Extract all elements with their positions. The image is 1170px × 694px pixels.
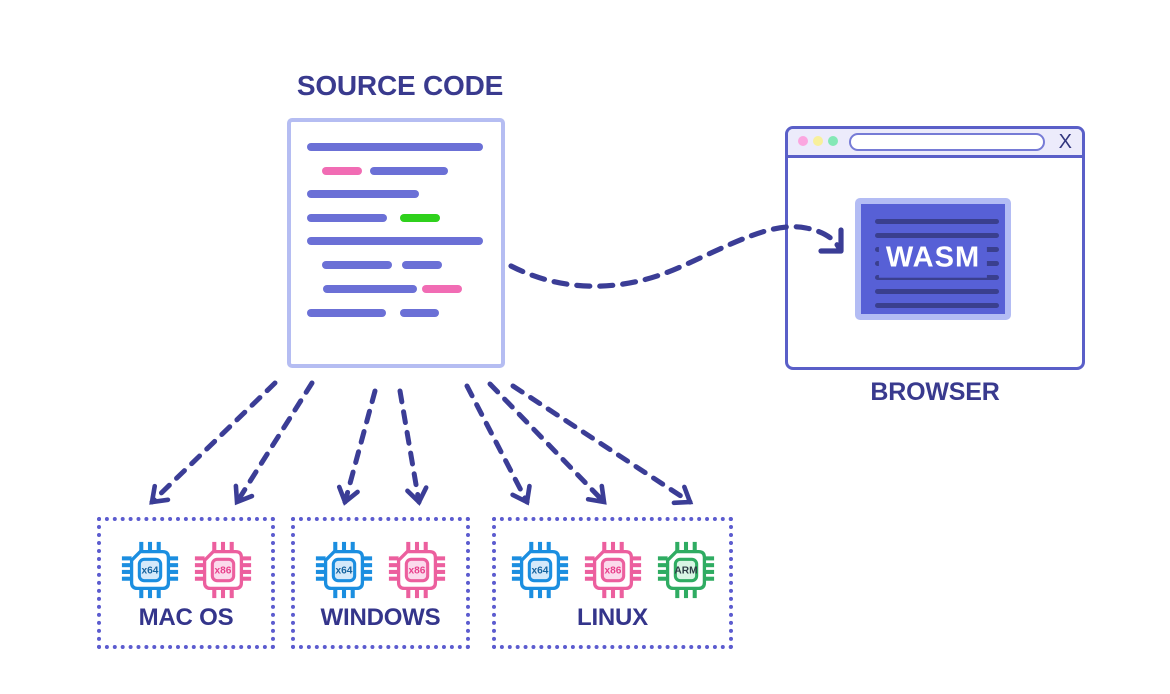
code-line-segment xyxy=(307,143,483,151)
platform-box-linux: x64 x86 ARM LINUX xyxy=(492,517,733,649)
browser-titlebar: X xyxy=(788,129,1082,158)
wasm-binary-line xyxy=(875,303,999,308)
chip-x64-icon: x64 xyxy=(511,541,568,599)
code-line-segment xyxy=(322,167,362,175)
traffic-light-yellow-icon xyxy=(813,136,823,146)
chip-x86-icon: x86 xyxy=(388,541,446,599)
code-line-segment xyxy=(422,285,462,293)
code-line-segment xyxy=(370,167,448,175)
code-line-segment xyxy=(307,309,386,317)
arrow-source-to-mac-os xyxy=(149,380,278,505)
code-line-segment xyxy=(307,214,387,222)
browser-window: X WASM xyxy=(785,126,1085,370)
chip-x64-icon: x64 xyxy=(121,541,178,599)
arrow-source-to-windows xyxy=(336,388,378,506)
chip-row: x64 x86 xyxy=(119,539,254,601)
platform-label-mac-os: MAC OS xyxy=(138,604,234,631)
arrow-source-to-mac-os xyxy=(233,380,315,506)
code-line-segment xyxy=(402,261,442,269)
svg-text:ARM: ARM xyxy=(674,565,697,576)
chip-row: x64 x86 ARM xyxy=(509,539,717,601)
traffic-light-pink-icon xyxy=(798,136,808,146)
platform-label-linux: LINUX xyxy=(576,604,648,631)
url-bar xyxy=(849,133,1045,151)
chip-x86-icon: x86 xyxy=(194,541,251,599)
chip-x64-icon: x64 xyxy=(315,541,373,599)
traffic-light-green-icon xyxy=(828,136,838,146)
arrow-source-to-linux xyxy=(464,383,532,506)
chip-x86-icon: x86 xyxy=(584,541,641,599)
chip-arm-icon: ARM xyxy=(657,541,714,599)
source-code-title: SOURCE CODE xyxy=(296,70,504,101)
close-icon: X xyxy=(1058,131,1072,153)
arrow-source-to-linux xyxy=(487,381,607,505)
code-line-segment xyxy=(400,214,440,222)
arrow-source-to-linux xyxy=(510,383,694,506)
svg-text:x64: x64 xyxy=(336,565,353,576)
wasm-box: WASM xyxy=(855,198,1011,320)
code-line-segment xyxy=(307,237,483,245)
wasm-label: WASM xyxy=(878,238,988,278)
code-line-segment xyxy=(322,261,392,269)
code-line-segment xyxy=(307,190,419,198)
svg-text:x64: x64 xyxy=(141,565,158,576)
wasm-binary-line xyxy=(875,233,999,238)
svg-text:x64: x64 xyxy=(531,565,548,576)
arrow-source-to-windows xyxy=(397,388,429,506)
svg-text:x86: x86 xyxy=(214,565,231,576)
wasm-binary-line xyxy=(875,289,999,294)
platform-label-windows: WINDOWS xyxy=(320,604,441,631)
wasm-binary-line xyxy=(875,219,999,224)
traffic-lights xyxy=(798,133,843,151)
source-code-box xyxy=(287,118,505,368)
browser-label: BROWSER xyxy=(870,378,1000,406)
svg-text:x86: x86 xyxy=(409,565,426,576)
code-line-segment xyxy=(400,309,439,317)
chip-row: x64 x86 xyxy=(313,539,448,601)
svg-text:x86: x86 xyxy=(604,565,621,576)
code-line-segment xyxy=(323,285,417,293)
